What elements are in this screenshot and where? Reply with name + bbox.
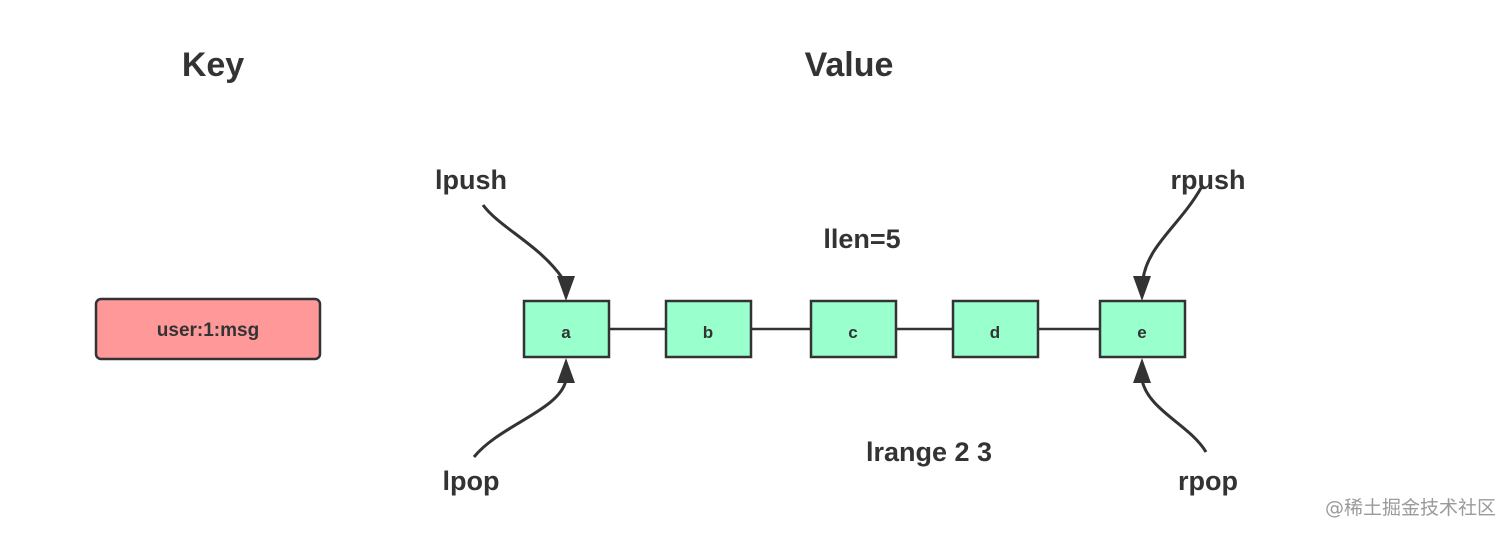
lpush-arrow-curve: [481, 204, 565, 280]
lpop-label: lpop: [443, 466, 500, 496]
key-box: user:1:msg: [94, 297, 322, 361]
rpop-label: rpop: [1178, 466, 1238, 496]
list-node-box: [809, 299, 898, 359]
rpush-arrow: [1133, 187, 1203, 301]
arrowhead-icon: [1133, 358, 1151, 383]
rpush-arrow-curve: [1141, 187, 1203, 280]
list-node-box: [951, 299, 1040, 359]
list-node-label: d: [990, 323, 1000, 342]
rpop-arrow-curve: [1140, 379, 1208, 453]
lpop-arrow: [472, 358, 575, 458]
arrowhead-icon: [557, 358, 575, 383]
value-heading: Value: [805, 46, 894, 84]
list-node-label: a: [561, 323, 571, 342]
list-node-label: e: [1137, 323, 1146, 342]
list-node-box: [664, 299, 753, 359]
lpush-arrow: [481, 204, 575, 301]
watermark: @稀土掘金技术社区: [1325, 497, 1496, 519]
list-node-box: [522, 299, 611, 359]
lrange-annotation: lrange 2 3: [866, 437, 992, 467]
lpush-label: lpush: [435, 165, 507, 195]
key-heading: Key: [182, 46, 244, 84]
arrowhead-icon: [557, 276, 575, 301]
list-node-box: [1098, 299, 1187, 359]
list-node-e: e: [1098, 299, 1187, 359]
lpop-arrow-curve: [472, 379, 568, 458]
key-box-rect: [94, 297, 322, 361]
list-node-a: a: [522, 299, 611, 359]
rpush-label: rpush: [1170, 165, 1245, 195]
key-box-label: user:1:msg: [157, 320, 259, 341]
rpop-arrow: [1133, 358, 1208, 453]
list-node-d: d: [951, 299, 1040, 359]
list-node-c: c: [809, 299, 898, 359]
list-node-label: b: [703, 323, 713, 342]
llen-annotation: llen=5: [823, 224, 900, 254]
arrowhead-icon: [1133, 276, 1151, 301]
list-node-b: b: [664, 299, 753, 359]
list-node-label: c: [848, 323, 857, 342]
